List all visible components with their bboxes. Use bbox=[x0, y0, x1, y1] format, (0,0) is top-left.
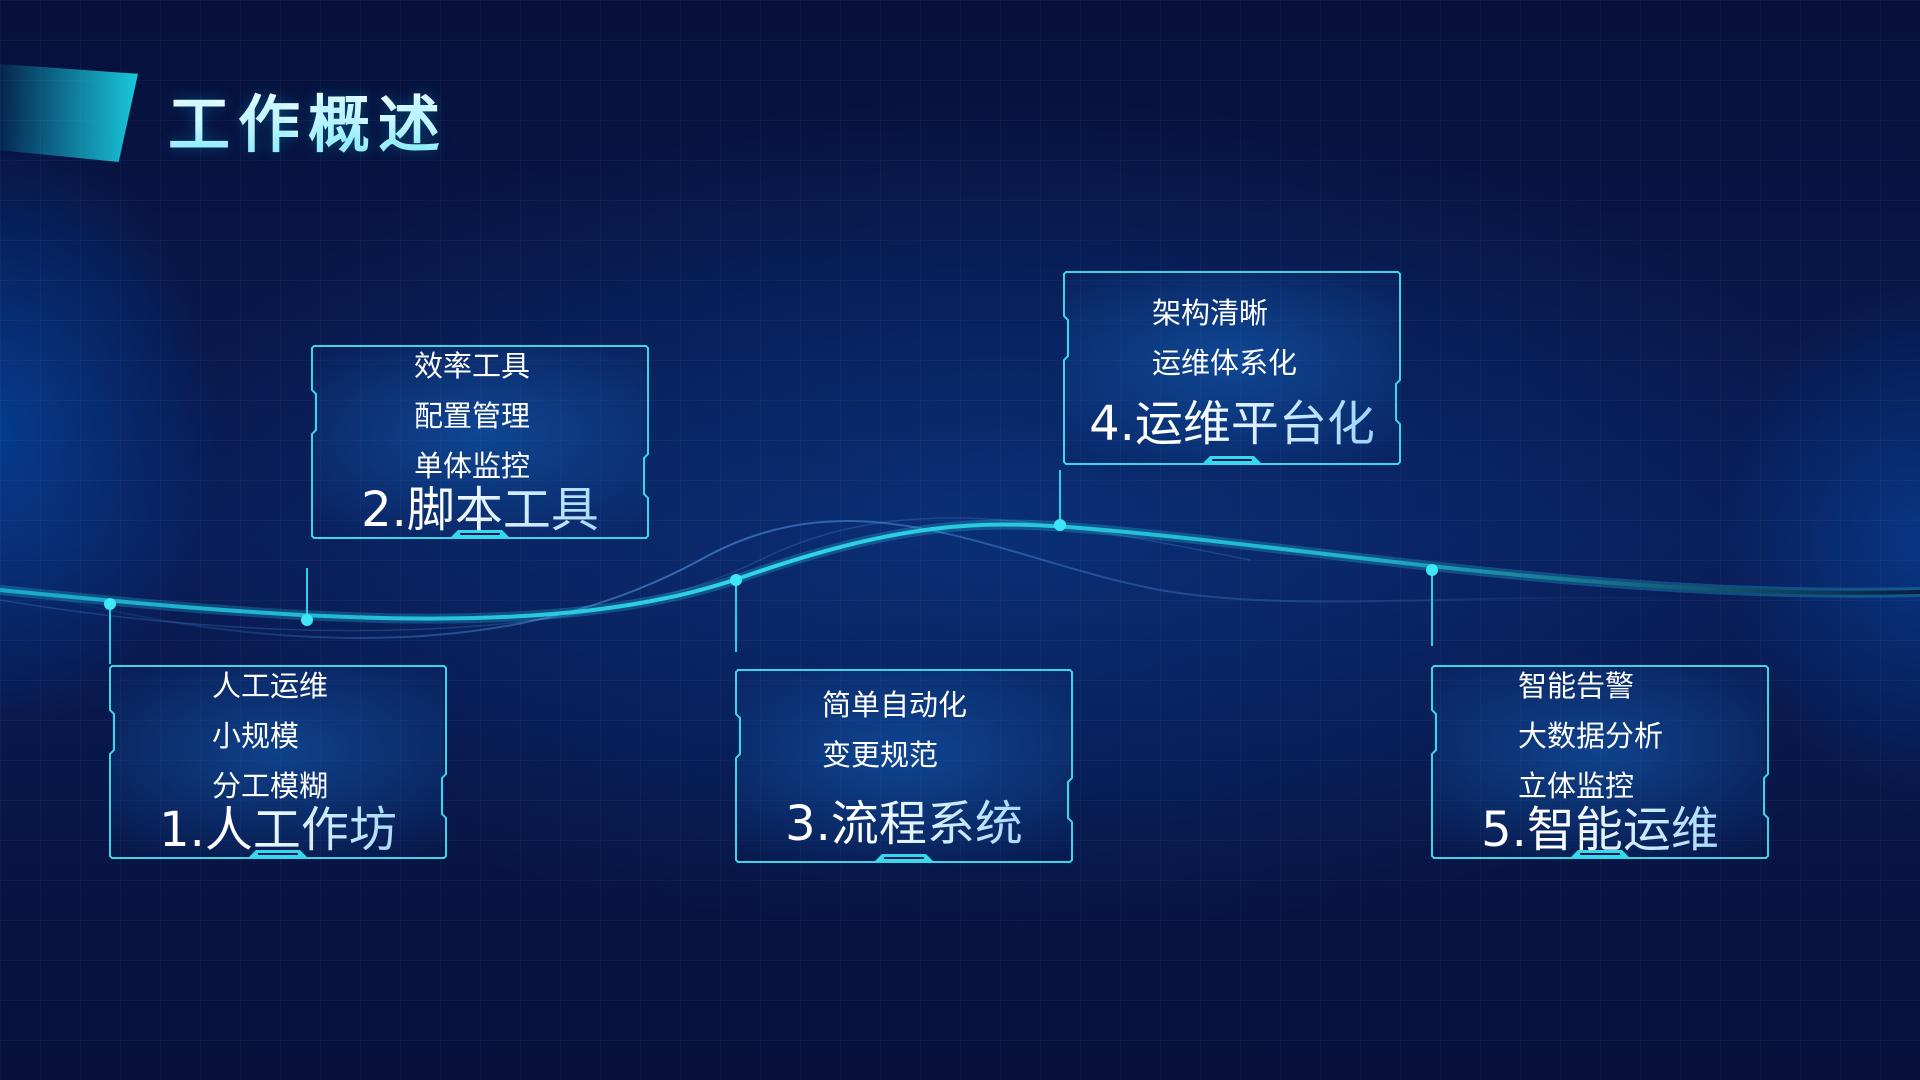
stage-2-heading: 2.脚本工具 bbox=[310, 482, 650, 538]
stage-card-2: 效率工具 配置管理 单体监控 2.脚本工具 bbox=[310, 344, 650, 540]
timeline-node-2 bbox=[301, 614, 313, 626]
stage-card-3: 简单自动化 变更规范 3.流程系统 bbox=[734, 668, 1074, 864]
stage-card-background bbox=[314, 348, 646, 536]
timeline-node-5 bbox=[1426, 564, 1438, 576]
stage-1-item-2: 小规模 bbox=[212, 719, 300, 753]
stage-3-heading: 3.流程系统 bbox=[734, 796, 1074, 852]
stage-5-heading: 5.智能运维 bbox=[1430, 802, 1770, 858]
title-accent-bar bbox=[0, 64, 138, 162]
stage-5-item-3: 立体监控 bbox=[1518, 769, 1635, 803]
stage-2-item-2: 配置管理 bbox=[414, 399, 531, 433]
stage-card-background bbox=[1434, 668, 1766, 856]
stage-card-background bbox=[738, 672, 1070, 860]
secondary-wave bbox=[0, 520, 1701, 639]
card-frame bbox=[109, 665, 447, 859]
timeline-curve-glow bbox=[0, 519, 1920, 624]
stage-4-item-2: 运维体系化 bbox=[1152, 346, 1298, 380]
stage-2-item-1: 效率工具 bbox=[414, 349, 531, 383]
stage-1-heading: 1.人工作坊 bbox=[108, 802, 448, 858]
card-frame bbox=[311, 345, 649, 539]
page-title: 工作概述 bbox=[168, 74, 448, 164]
stage-3-item-2: 变更规范 bbox=[822, 738, 939, 772]
card-frame bbox=[1063, 271, 1401, 465]
stage-card-1: 人工运维 小规模 分工模糊 1.人工作坊 bbox=[108, 664, 448, 860]
stage-card-background bbox=[112, 668, 444, 856]
stage-card-5: 智能告警 大数据分析 立体监控 5.智能运维 bbox=[1430, 664, 1770, 860]
stage-2-item-3: 单体监控 bbox=[414, 449, 531, 483]
timeline-node-3 bbox=[730, 574, 742, 586]
stage-card-4: 架构清晰 运维体系化 4.运维平台化 bbox=[1062, 270, 1402, 466]
stage-5-item-2: 大数据分析 bbox=[1518, 719, 1664, 753]
stage-1-item-1: 人工运维 bbox=[212, 669, 329, 703]
stage-3-item-1: 简单自动化 bbox=[822, 688, 968, 722]
card-frame bbox=[735, 669, 1073, 863]
timeline-node-4 bbox=[1054, 519, 1066, 531]
card-frame bbox=[1431, 665, 1769, 859]
stage-5-item-1: 智能告警 bbox=[1518, 669, 1635, 703]
timeline-node-1 bbox=[104, 598, 116, 610]
stage-1-item-3: 分工模糊 bbox=[212, 769, 329, 803]
timeline-curve bbox=[0, 522, 1920, 621]
stage-4-heading: 4.运维平台化 bbox=[1062, 396, 1402, 452]
stage-card-background bbox=[1066, 274, 1398, 462]
stage-4-item-1: 架构清晰 bbox=[1152, 296, 1269, 330]
